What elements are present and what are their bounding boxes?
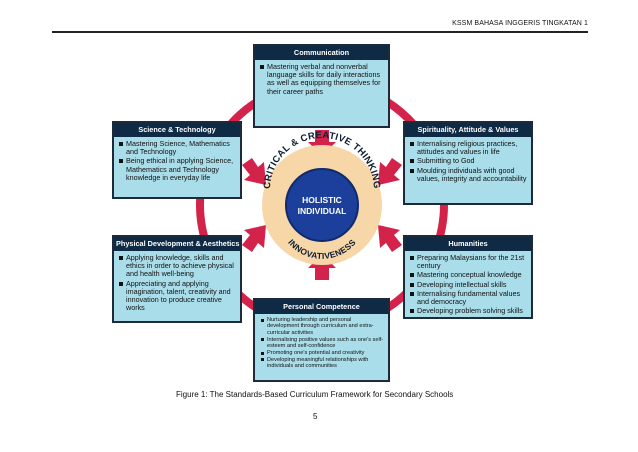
- list-item: Internalising fundamental values and dem…: [410, 289, 527, 306]
- list-item: Mastering Science, Mathematics and Techn…: [119, 139, 236, 156]
- list-item: Mastering verbal and nonverbal language …: [260, 62, 384, 96]
- core-label-line2: INDIVIDUAL: [298, 206, 347, 216]
- humanities-list: Preparing Malaysians for the 21st centur…: [405, 251, 531, 317]
- physical-aesthetics-title: Physical Development & Aesthetics: [114, 237, 240, 251]
- core-label-line1: HOLISTIC: [302, 195, 342, 205]
- list-item: Being ethical in applying Science, Mathe…: [119, 157, 236, 182]
- communication-list: Mastering verbal and nonverbal language …: [255, 60, 388, 99]
- page-number: 5: [313, 412, 318, 421]
- figure-caption: Figure 1: The Standards-Based Curriculum…: [176, 390, 454, 399]
- list-item: Mastering conceptual knowledge: [410, 271, 527, 279]
- arrow-lower-left: [242, 225, 266, 252]
- science-technology-box: Science & Technology Mastering Science, …: [112, 121, 242, 199]
- page-header: KSSM BAHASA INGGERIS TINGKATAN 1: [452, 20, 588, 27]
- list-item: Moulding individuals with good values, i…: [410, 165, 527, 183]
- header-rule: [52, 31, 588, 33]
- communication-box: Communication Mastering verbal and nonve…: [253, 44, 390, 128]
- list-item: Applying knowledge, skills and ethics in…: [119, 253, 236, 279]
- personal-competence-list: Nurturing leadership and personal develo…: [255, 314, 388, 372]
- physical-aesthetics-box: Physical Development & Aesthetics Applyi…: [112, 235, 242, 323]
- arrow-top: [308, 130, 336, 156]
- list-item: Developing problem solving skills: [410, 307, 527, 315]
- spirituality-title: Spirituality, Attitude & Values: [405, 123, 531, 137]
- list-item: Submitting to God: [410, 157, 527, 165]
- science-technology-title: Science & Technology: [114, 123, 240, 137]
- communication-title: Communication: [255, 46, 388, 60]
- list-item: Appreciating and applying imagination, t…: [119, 279, 236, 313]
- personal-competence-title: Personal Competence: [255, 300, 388, 314]
- list-item: Developing meaningful relationships with…: [261, 357, 384, 370]
- list-item: Promoting one's potential and creativity: [261, 350, 384, 356]
- list-item: Internalising positive values such as on…: [261, 336, 384, 350]
- inward-arrows: [242, 130, 402, 280]
- arrow-lower-right: [378, 225, 402, 252]
- holistic-core: [285, 168, 359, 242]
- science-technology-list: Mastering Science, Mathematics and Techn…: [114, 137, 240, 185]
- spirituality-list: Internalising religious practices, attit…: [405, 137, 531, 186]
- arrow-bottom: [308, 254, 336, 280]
- list-item: Nurturing leadership and personal develo…: [261, 317, 384, 336]
- list-item: Developing intellectual skills: [410, 280, 527, 289]
- personal-competence-box: Personal Competence Nurturing leadership…: [253, 298, 390, 382]
- arrow-upper-left: [242, 158, 266, 185]
- humanities-title: Humanities: [405, 237, 531, 251]
- spirituality-box: Spirituality, Attitude & Values Internal…: [403, 121, 533, 205]
- physical-aesthetics-list: Applying knowledge, skills and ethics in…: [114, 251, 240, 315]
- arrow-upper-right: [378, 158, 402, 185]
- list-item: Internalising religious practices, attit…: [410, 139, 527, 156]
- list-item: Preparing Malaysians for the 21st centur…: [410, 253, 527, 270]
- humanities-box: Humanities Preparing Malaysians for the …: [403, 235, 533, 319]
